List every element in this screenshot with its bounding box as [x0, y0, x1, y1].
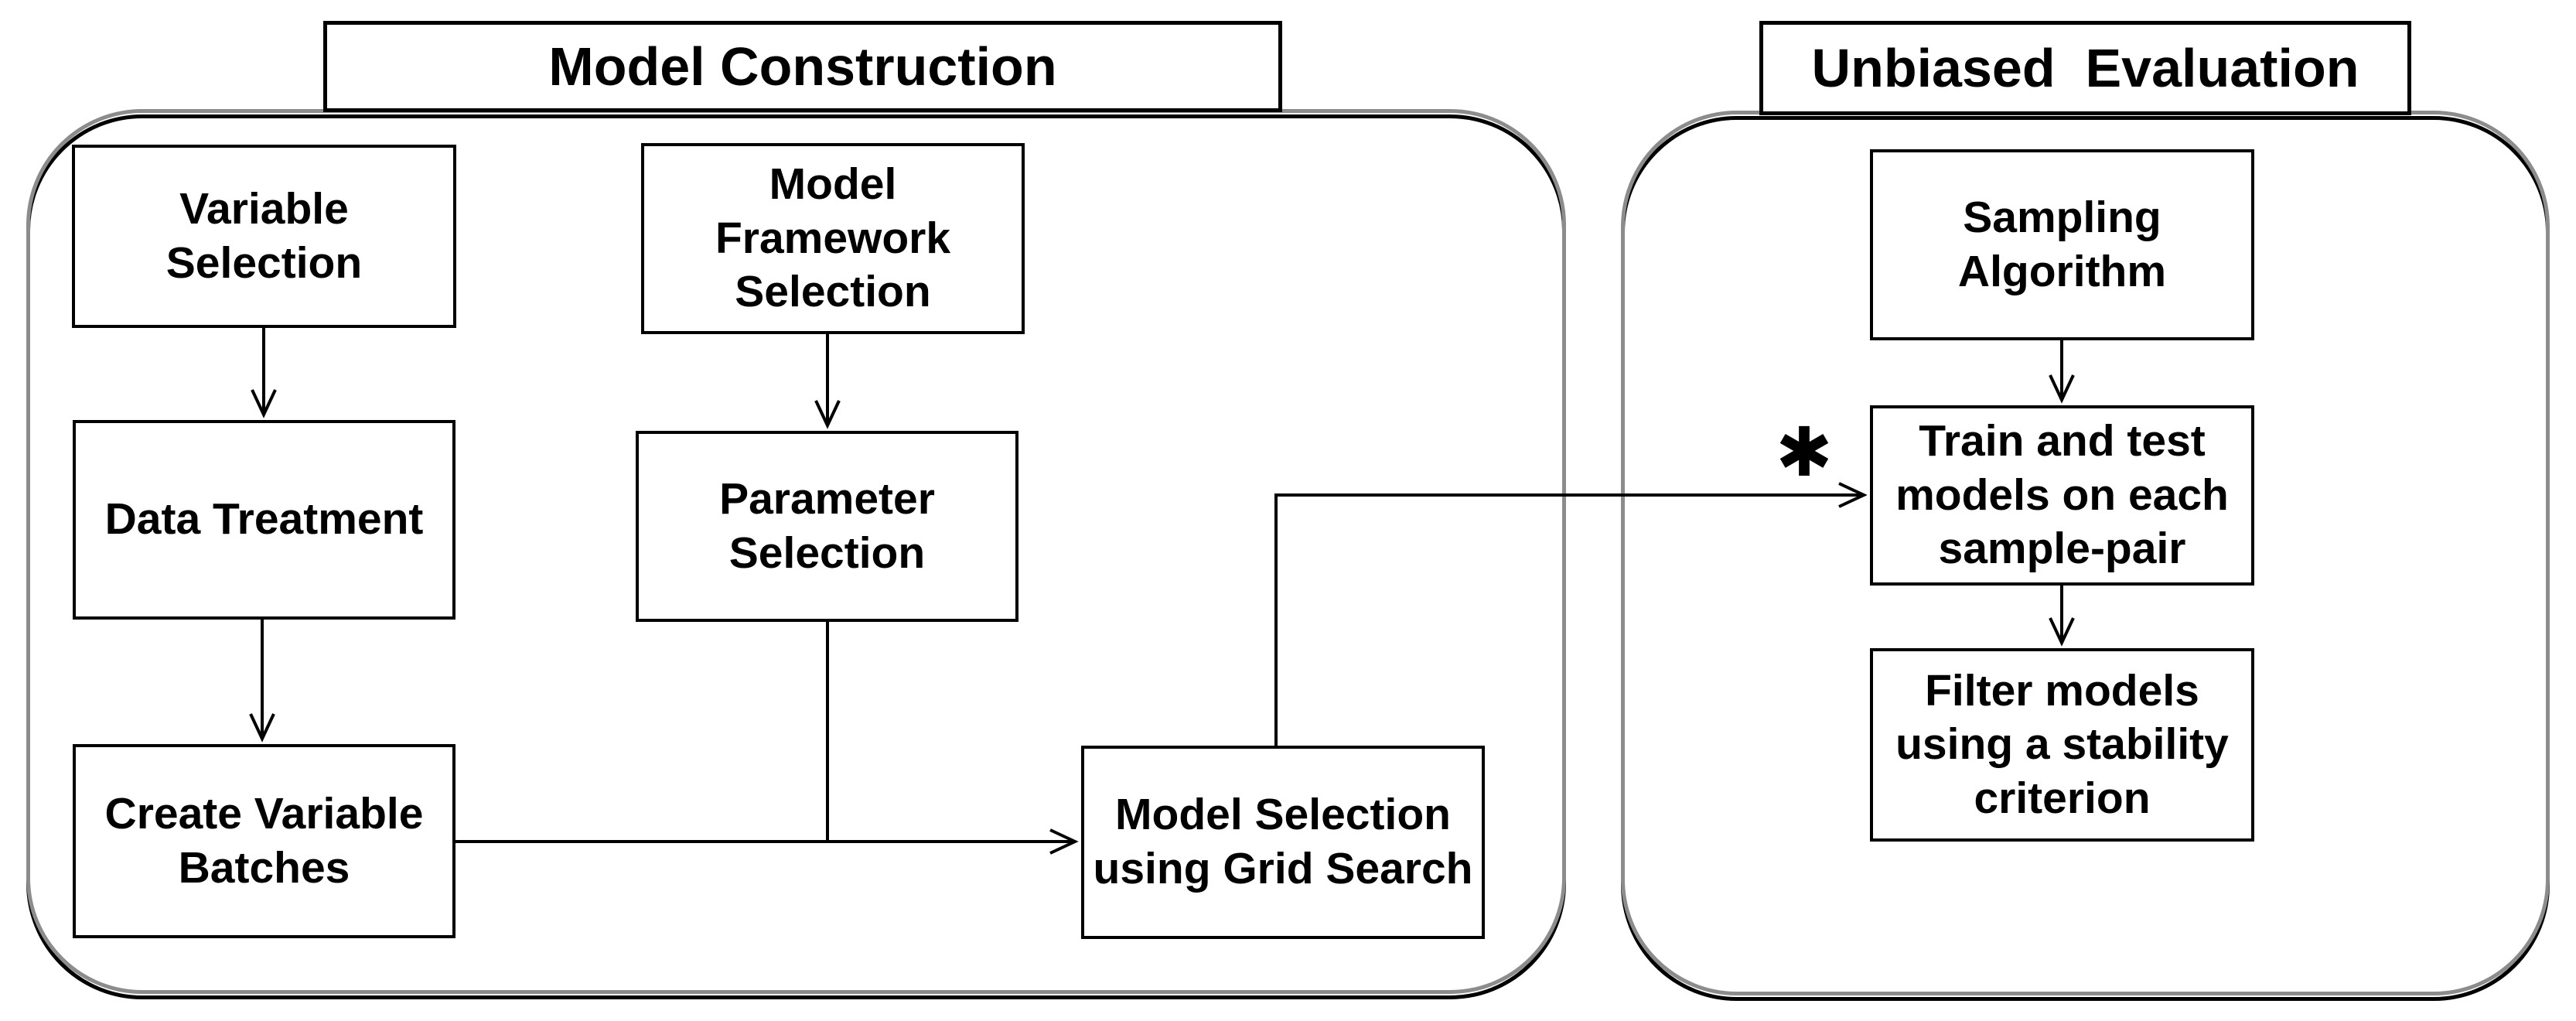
node-model-framework-selection: Model Framework Selection	[641, 143, 1025, 334]
unbiased-evaluation-title: Unbiased Evaluation	[1759, 21, 2411, 115]
model-construction-title-label: Model Construction	[548, 36, 1057, 97]
asterisk-annotation: ✱	[1776, 412, 1833, 492]
node-model-selection-grid-search: Model Selection using Grid Search	[1081, 746, 1485, 939]
node-model-framework-selection-label: Model Framework Selection	[715, 159, 951, 317]
node-data-treatment-label: Data Treatment	[104, 494, 424, 545]
node-variable-selection-label: Variable Selection	[165, 183, 363, 288]
node-train-test-models-label: Train and test models on each sample-pai…	[1895, 416, 2229, 574]
node-filter-models-label: Filter models using a stability criterio…	[1895, 665, 2229, 823]
node-train-test-models: Train and test models on each sample-pai…	[1870, 405, 2254, 586]
node-model-selection-grid-search-label: Model Selection using Grid Search	[1093, 790, 1473, 893]
node-create-variable-batches: Create Variable Batches	[73, 744, 455, 938]
model-construction-title: Model Construction	[323, 21, 1282, 112]
node-parameter-selection: Parameter Selection	[636, 431, 1018, 622]
node-create-variable-batches-label: Create Variable Batches	[104, 788, 424, 893]
node-parameter-selection-label: Parameter Selection	[719, 473, 935, 578]
node-data-treatment: Data Treatment	[73, 420, 455, 620]
node-sampling-algorithm: Sampling Algorithm	[1870, 149, 2254, 340]
node-variable-selection: Variable Selection	[72, 145, 456, 328]
node-sampling-algorithm-label: Sampling Algorithm	[1957, 192, 2167, 296]
connector-model-selection-to-train-test	[1274, 482, 1868, 746]
unbiased-evaluation-title-label: Unbiased Evaluation	[1811, 38, 2359, 98]
node-filter-models: Filter models using a stability criterio…	[1870, 648, 2254, 842]
